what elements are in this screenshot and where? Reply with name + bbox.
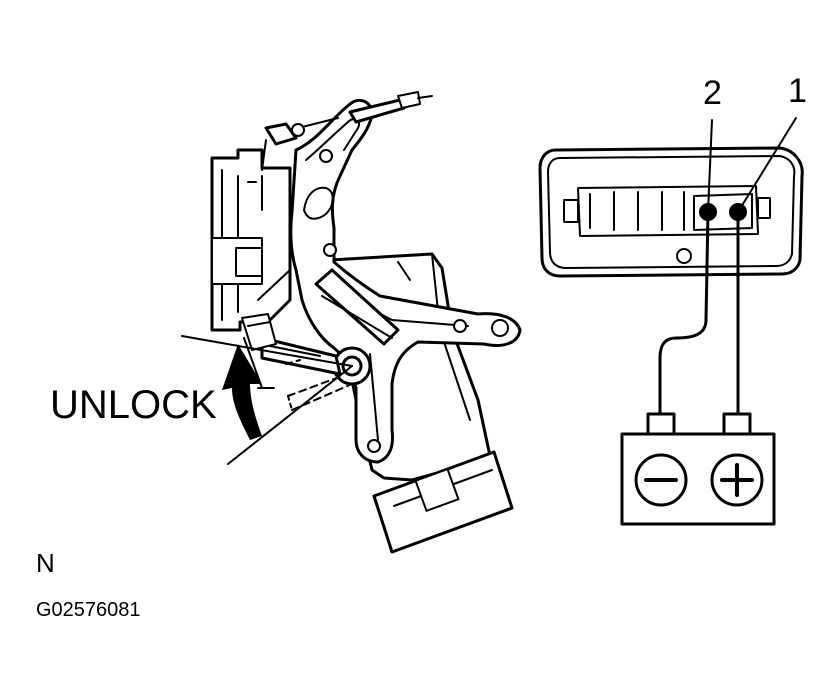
view-label: N <box>36 548 55 578</box>
actuator-connector-drawing <box>538 146 804 278</box>
terminal-2-label: 2 <box>703 74 722 112</box>
door-lock-actuator-drawing <box>181 91 522 554</box>
terminal-1-leader <box>737 117 797 213</box>
figure-code: G02576081 <box>36 599 141 621</box>
battery-drawing <box>620 412 776 526</box>
terminal-1-label: 1 <box>788 72 807 110</box>
plus-sign-icon <box>720 463 754 497</box>
terminal-2-leader <box>707 119 713 213</box>
unlock-direction-label: UNLOCK <box>50 383 217 427</box>
wire-negative <box>658 210 710 416</box>
